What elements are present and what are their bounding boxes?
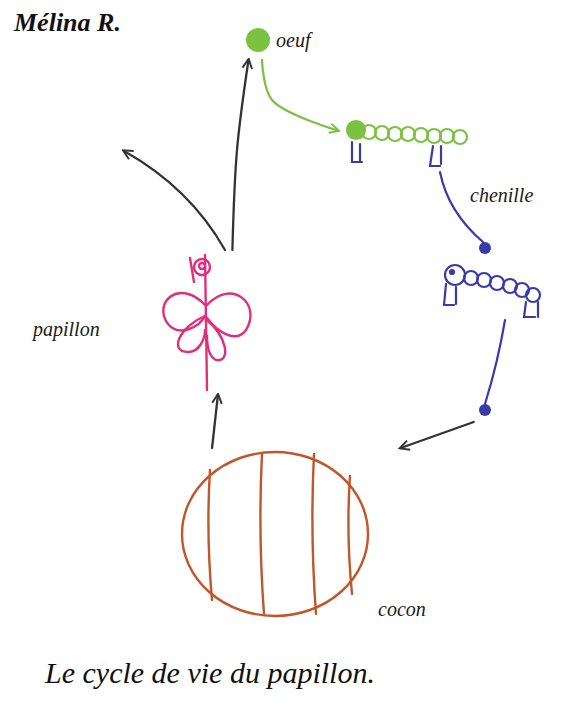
stage-illustration (338, 112, 568, 422)
stray-arrow (124, 151, 225, 250)
diagram-caption: Le cycle de vie du papillon. (45, 656, 375, 691)
stage-label: oeuf (276, 29, 310, 52)
stage-node: cocon (178, 448, 440, 625)
cycle-arrow (232, 60, 248, 250)
stage-label: cocon (378, 598, 426, 621)
stage-node: chenille (338, 112, 568, 422)
stage-label: chenille (470, 184, 533, 207)
stage-label: papillon (33, 318, 100, 341)
cycle-arrow (401, 422, 474, 448)
cycle-arrow (212, 395, 218, 448)
author-name: Mélina R. (14, 8, 121, 38)
cycle-arrow (262, 60, 338, 131)
stage-node: papillon (30, 250, 260, 395)
stage-node: oeuf (244, 26, 334, 60)
